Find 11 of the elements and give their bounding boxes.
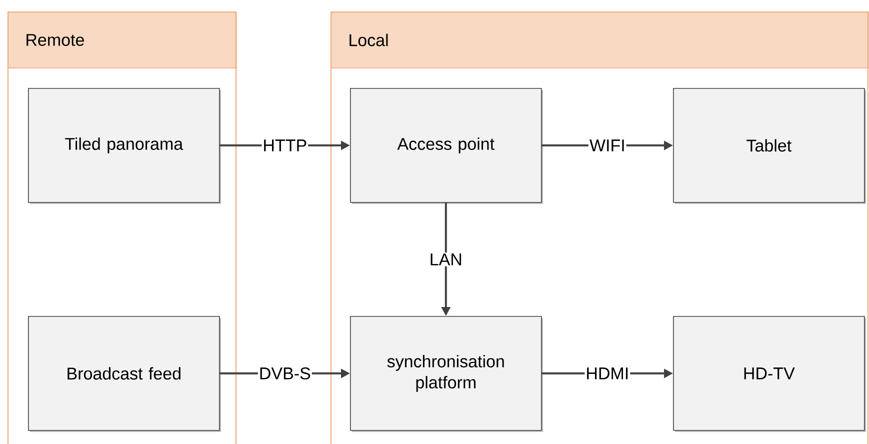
process-box: synchronisation platform bbox=[350, 316, 542, 431]
process-box: HD-TV bbox=[673, 316, 865, 431]
edge-label: HDMI bbox=[584, 366, 630, 380]
edge-label: DVB-S bbox=[258, 366, 312, 380]
edge-label: WIFI bbox=[588, 138, 626, 152]
process-box: Broadcast feed bbox=[28, 316, 220, 431]
edge-label: HTTP bbox=[262, 138, 308, 152]
process-box: Access point bbox=[350, 88, 542, 203]
process-box: Tiled panorama bbox=[28, 88, 220, 203]
edge-label: LAN bbox=[428, 252, 464, 266]
process-box: Tablet bbox=[673, 88, 865, 203]
